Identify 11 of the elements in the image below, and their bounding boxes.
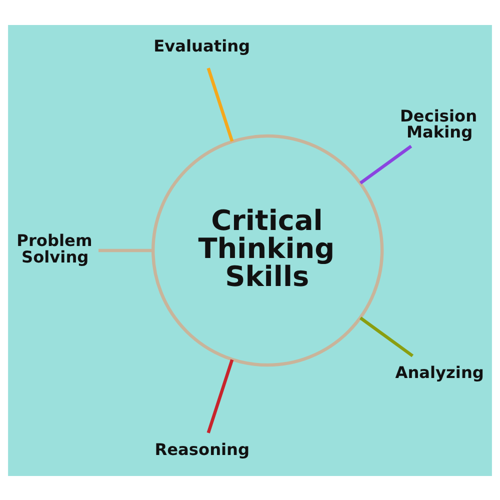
node-text: Decision Making	[400, 106, 478, 142]
connector	[98, 248, 153, 252]
connector	[360, 316, 414, 357]
connector	[360, 144, 412, 184]
node-text: Problem Solving	[16, 230, 92, 266]
connector	[206, 358, 234, 433]
node-text: Reasoning	[154, 440, 250, 459]
node-text: Evaluating	[154, 36, 250, 55]
connector	[206, 67, 234, 142]
node-text: Analyzing	[395, 362, 484, 382]
node-circle: Critical Thinking Skills	[151, 134, 384, 366]
